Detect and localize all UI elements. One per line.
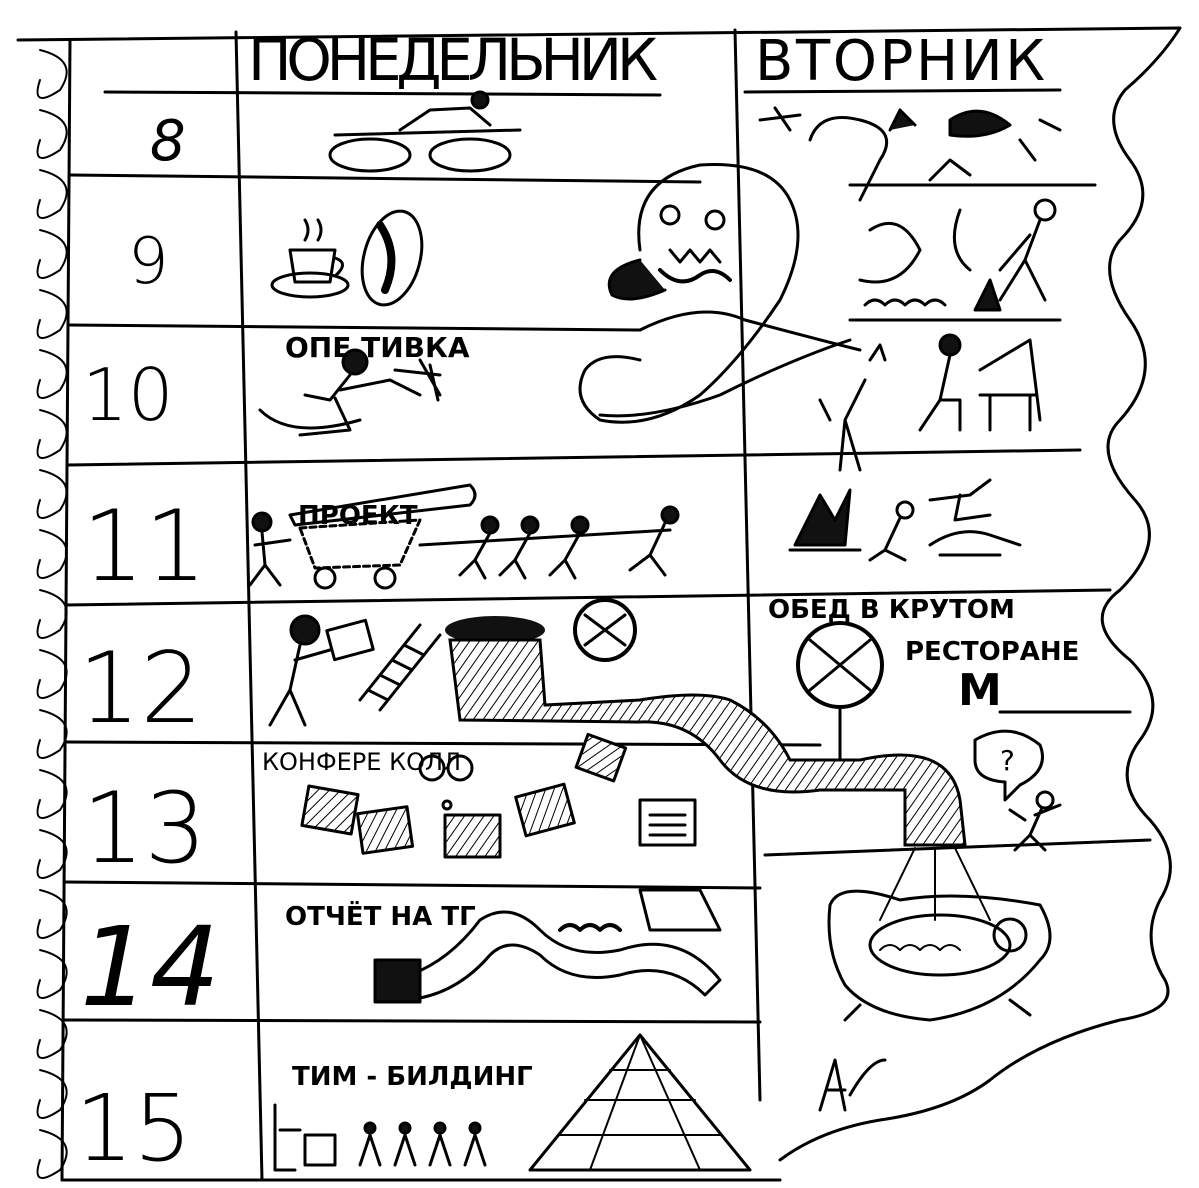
worker-at-desk-drawing [818, 333, 1042, 472]
hour-label-13: 13 [82, 772, 207, 886]
spiral-binding [36, 49, 68, 1179]
day-header-monday: ПОНЕДЕЛЬНИК [248, 26, 658, 94]
hour-label-14: 14 [80, 903, 220, 1031]
pipe-and-faucet-drawing [445, 598, 991, 921]
confused-person-drawing [973, 729, 1062, 852]
report-snake-drawing [373, 888, 722, 1004]
bathtub-drawing [827, 889, 1052, 1022]
snake-monster-drawing [578, 162, 862, 424]
tuesday-13-question: ? [1000, 744, 1015, 777]
hour-label-15: 15 [75, 1075, 192, 1182]
day-header-tuesday: ВТОРНИК [755, 29, 1045, 94]
hour-label-10: 10 [82, 353, 174, 437]
running-man-drawing [258, 348, 442, 437]
monday-11-note: ПРОЕКТ [298, 501, 418, 531]
tuesday-12-logo: M [958, 665, 1002, 716]
hour-label-8: 8 [150, 109, 186, 174]
ladder-climber-drawing [268, 614, 442, 727]
team-building-drawing [273, 1033, 752, 1172]
tuesday-12-note-line1: ОБЕД В КРУТОМ [768, 595, 1015, 625]
tuesday-chaos-drawing [758, 106, 1062, 312]
monday-10-note: ОПЕ ТИВКА [285, 331, 470, 364]
motorbike-rider-drawing [328, 90, 522, 173]
paper-outline [16, 26, 1182, 1162]
monday-15-note: ТИМ - БИЛДИНГ [292, 1062, 533, 1092]
hour-label-9: 9 [128, 225, 169, 299]
hour-label-11: 11 [82, 490, 207, 604]
signature-mark [818, 1058, 887, 1112]
coffee-and-croissant-drawing [270, 209, 424, 307]
tuesday-12-note-line2: РЕСТОРАНЕ [905, 637, 1079, 667]
hour-label-12: 12 [78, 632, 203, 746]
video-conference-drawing [300, 732, 697, 859]
grid-lines [60, 28, 1152, 1182]
project-cart-drawing [248, 483, 477, 590]
monday-13-note: КОНФЕРЕ КОЛЛ [262, 748, 461, 776]
monday-14-note: ОТЧЁТ НА ТГ [285, 900, 476, 932]
pulling-team-drawing [418, 505, 680, 580]
campfire-scene-drawing [788, 478, 1022, 562]
